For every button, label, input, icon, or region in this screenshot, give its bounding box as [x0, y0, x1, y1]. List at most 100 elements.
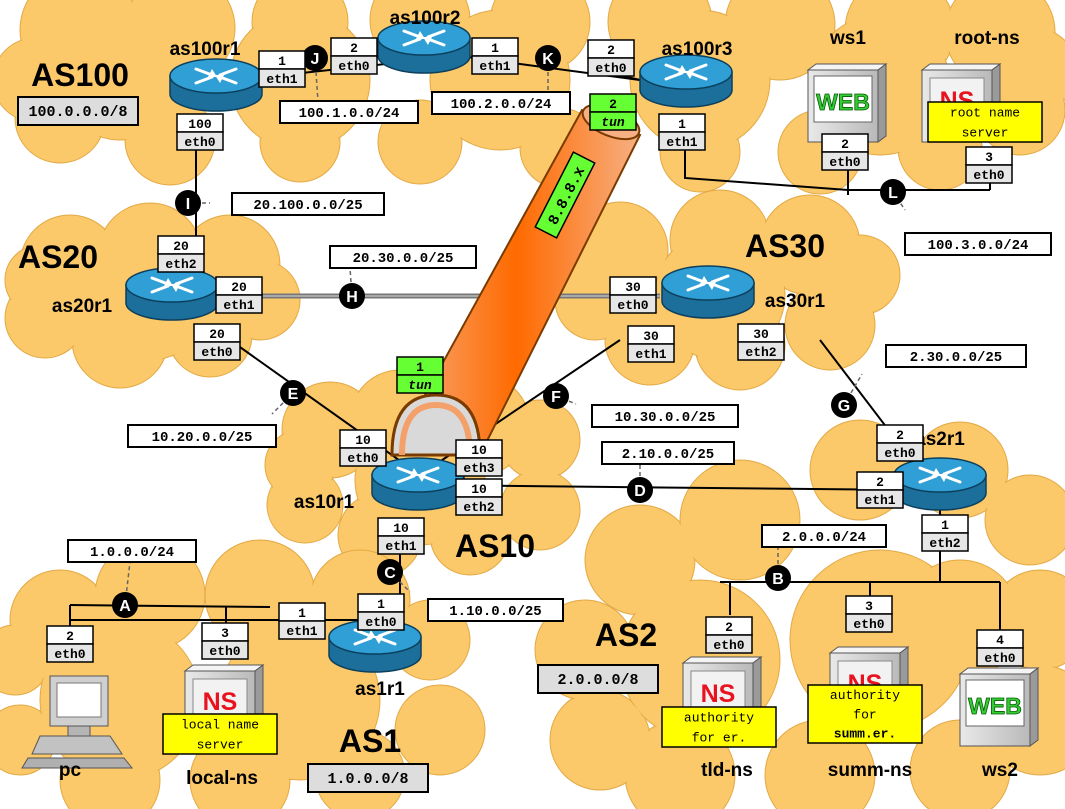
collision-domain-node: [535, 45, 561, 71]
note-line: server: [197, 737, 244, 752]
collision-domain-letter: K: [542, 51, 554, 68]
iface-name-box: [705, 634, 753, 654]
note-line: local name: [181, 717, 259, 732]
router-as2r1: [893, 457, 987, 511]
collision-domain-letter: H: [346, 289, 358, 306]
iface-number: 2: [896, 428, 904, 443]
iface-name-box: [821, 151, 869, 171]
router-arrows-icon: [353, 628, 397, 646]
arrow-head: [416, 31, 425, 39]
iface-name-box: [921, 532, 969, 552]
iface-name-box: [965, 164, 1013, 184]
arrow-head: [417, 474, 426, 482]
arrow: [218, 67, 238, 77]
arrow-head: [932, 468, 941, 476]
cloud-fill: [6, 246, 74, 314]
collision-domain-letter: J: [311, 51, 320, 68]
note-box: [661, 706, 777, 748]
iface-name: eth1: [286, 624, 317, 639]
cloud-fill: [396, 686, 484, 774]
subnet-tag-box: [431, 91, 571, 115]
host-label-tld-ns: tld-ns: [701, 760, 753, 781]
iface-name: eth0: [984, 651, 1015, 666]
iface-name-box: [876, 442, 924, 462]
iface-name-box: [976, 647, 1024, 667]
iface-name-box: [589, 111, 637, 131]
arrow: [420, 474, 440, 484]
arrow: [420, 466, 440, 476]
iface-name: eth0: [184, 135, 215, 150]
router-label-as100r2: as100r2: [390, 8, 461, 29]
arrow: [942, 466, 962, 476]
iface-name-box: [587, 57, 635, 77]
router-arrows-icon: [918, 466, 962, 484]
server-top: [183, 664, 265, 672]
server-side: [877, 63, 887, 143]
collision-domain-node: [377, 559, 403, 585]
collision-domain-node: [175, 190, 201, 216]
iface-name: tun: [601, 115, 625, 130]
cloud-fill: [786, 281, 874, 369]
router-as100r3: [639, 54, 733, 108]
arrow: [686, 282, 706, 292]
subnet-tag-E: 10.20.0.0/25: [152, 430, 253, 446]
subnet-tag-box: [329, 245, 477, 269]
iface-number: 10: [471, 482, 487, 497]
iface-name: eth1: [385, 539, 416, 554]
subnet-tag-G: 2.30.0.0/25: [910, 350, 1002, 366]
iface-number: 20: [209, 327, 225, 342]
router-label-as30r1: as30r1: [765, 291, 826, 312]
note-line: for: [853, 707, 876, 722]
collision-domain-E: E: [280, 380, 306, 406]
collision-domain-letter: I: [186, 196, 190, 213]
arrow: [686, 274, 706, 284]
subnet-tag-L: 100.3.0.0/24: [928, 238, 1029, 254]
collision-domain-A: A: [112, 592, 138, 618]
collision-domain-node: [765, 565, 791, 591]
iface-name: eth0: [347, 451, 378, 466]
arrow: [150, 276, 170, 286]
iface-name-box: [339, 447, 387, 467]
iface-name-box: [737, 341, 785, 361]
subnet-tag-box: [601, 441, 735, 465]
arrow: [664, 71, 684, 81]
arrow-head: [410, 468, 419, 476]
collision-domain-node: [880, 179, 906, 205]
iface-number: 10: [471, 443, 487, 458]
arrow: [402, 29, 422, 39]
iface-name: eth1: [479, 59, 510, 74]
arrow: [918, 466, 938, 476]
iface-name-box: [455, 496, 503, 516]
subnet-tag-C: 1.10.0.0/25: [449, 604, 541, 620]
iface-name: eth1: [666, 135, 697, 150]
note-box: [807, 684, 923, 744]
collision-domain-node: [112, 592, 138, 618]
arrow: [218, 75, 238, 85]
server-ws1: WEB: [806, 63, 888, 143]
iface-number: 10: [393, 521, 409, 536]
host-label-pc: pc: [59, 760, 82, 781]
note-local-ns: local name server: [162, 713, 278, 755]
arrow-head: [939, 474, 948, 482]
collision-domain-node: [543, 383, 569, 409]
iface-name: eth0: [201, 345, 232, 360]
arrow: [396, 466, 416, 476]
iface-name-box: [330, 55, 378, 75]
server-local-ns: NS: [183, 664, 265, 744]
link-line: [69, 604, 271, 608]
iface-name-box: [357, 611, 405, 631]
collision-domain-letter: C: [384, 565, 396, 582]
collision-domain-K: K: [535, 45, 561, 71]
iface-name-box: [258, 68, 306, 88]
collision-domain-letter: D: [634, 483, 646, 500]
